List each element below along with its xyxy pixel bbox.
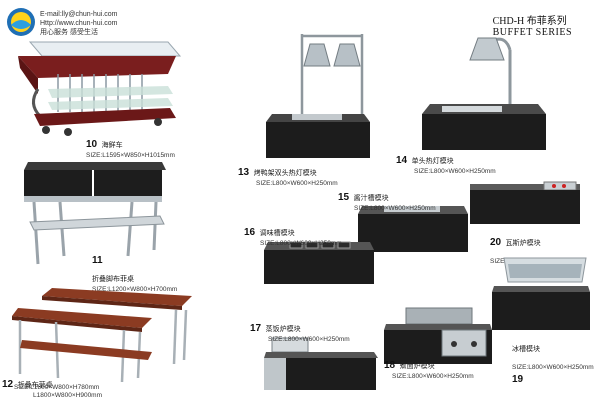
product-label-14: 14 单头热灯模块 SIZE:L800×W600×H250mm — [396, 150, 496, 176]
product-name-18: 煮面炉模块 — [399, 363, 435, 370]
product-size-12-line1: L1800×W800×H780mm — [30, 384, 100, 391]
product-image-11 — [24, 162, 166, 265]
product-size-19: SIZE:L800×W600×H250mm — [512, 364, 594, 371]
product-number-17: 17 — [250, 323, 262, 334]
series-title-en: BUFFET SERIES — [492, 27, 572, 38]
product-label-12: 12 折叠布菲桌 — [2, 374, 53, 392]
product-number-14: 14 — [396, 155, 408, 166]
product-name-14: 单头热灯模块 — [411, 158, 454, 165]
product-number-20: 20 — [490, 237, 502, 248]
company-logo — [7, 8, 35, 36]
product-label-16: 16 调味槽模块 SIZE:L800×W600×H250mm — [244, 222, 342, 248]
product-image-13 — [266, 34, 370, 158]
product-image-10 — [18, 41, 182, 136]
product-label-17: 17 蒸饭炉模块 SIZE:L800×W600×H250mm — [250, 318, 350, 344]
product-size-12-line2: L1800×W800×H900mm — [33, 392, 103, 399]
product-label-19: 冰槽模块 SIZE:L800×W600×H250mm 19 — [512, 338, 600, 385]
product-image-12 — [12, 288, 192, 383]
product-name-13: 烤鸭架双头热灯模块 — [253, 170, 317, 177]
product-label-10: 10 海鲜车 SIZE:L1595×W850×H1015mm — [86, 134, 175, 160]
product-name-17: 蒸饭炉模块 — [265, 326, 301, 333]
contact-slogan: 用心服务 感受生活 — [40, 29, 98, 36]
product-image-19 — [492, 257, 590, 330]
product-size-17: SIZE:L800×W600×H250mm — [268, 336, 350, 343]
product-image-18 — [384, 307, 492, 364]
product-number-10: 10 — [86, 139, 98, 150]
contact-email: E-mail:lly@chun-hui.com — [40, 11, 118, 18]
product-number-16: 16 — [244, 227, 256, 238]
product-size-18: SIZE:L800×W600×H250mm — [392, 373, 474, 380]
product-number-15: 15 — [338, 192, 350, 203]
product-number-19: 19 — [512, 374, 524, 385]
series-title: CHD-H 布菲系列 BUFFET SERIES — [493, 16, 572, 38]
product-size-16: SIZE:L800×W600×H250mm — [260, 240, 342, 247]
product-number-13: 13 — [238, 167, 250, 178]
product-label-11: 11 折叠脚布菲桌 SIZE:L1200×W800×H700mm — [92, 250, 177, 294]
product-size-10: SIZE:L1595×W850×H1015mm — [86, 152, 175, 159]
product-size-15: SIZE:L800×W600×H250mm — [354, 205, 436, 212]
contact-block: E-mail:lly@chun-hui.com Http://www.chun-… — [40, 10, 118, 37]
product-name-10: 海鲜车 — [101, 142, 123, 149]
product-size-13: SIZE:L800×W600×H250mm — [256, 180, 338, 187]
product-image-17 — [264, 337, 378, 390]
product-name-20: 瓦斯炉模块 — [505, 240, 541, 247]
product-name-15: 酱汁槽模块 — [353, 195, 389, 202]
product-size-12: SIZE:L1800×W800×H780mm — [14, 384, 99, 392]
series-title-cn: CHD-H 布菲系列 — [492, 16, 567, 27]
product-name-11: 折叠脚布菲桌 — [92, 276, 134, 283]
product-size-14: SIZE:L800×W600×H250mm — [414, 168, 496, 175]
product-image-16 — [264, 241, 374, 284]
product-label-15: 15 酱汁槽模块 SIZE:L800×W600×H250mm — [338, 187, 436, 213]
product-size-11: SIZE:L1200×W800×H700mm — [92, 286, 178, 293]
product-image-14 — [422, 37, 546, 150]
product-size-12-prefix: SIZE: — [14, 384, 31, 391]
product-name-19: 冰槽模块 — [512, 346, 540, 353]
product-number-18: 18 — [384, 360, 396, 371]
product-number-11: 11 — [92, 255, 103, 266]
contact-website: Http://www.chun-hui.com — [40, 20, 118, 27]
product-image-15 — [358, 206, 468, 252]
product-number-12: 12 — [2, 379, 14, 390]
product-label-13: 13 烤鸭架双头热灯模块 SIZE:L800×W600×H250mm — [238, 162, 338, 188]
product-name-16: 调味槽模块 — [259, 230, 295, 237]
product-name-12: 折叠布菲桌 — [17, 382, 53, 389]
product-image-20 — [470, 181, 580, 224]
product-label-18: 18 煮面炉模块 SIZE:L800×W600×H250mm — [384, 355, 474, 381]
